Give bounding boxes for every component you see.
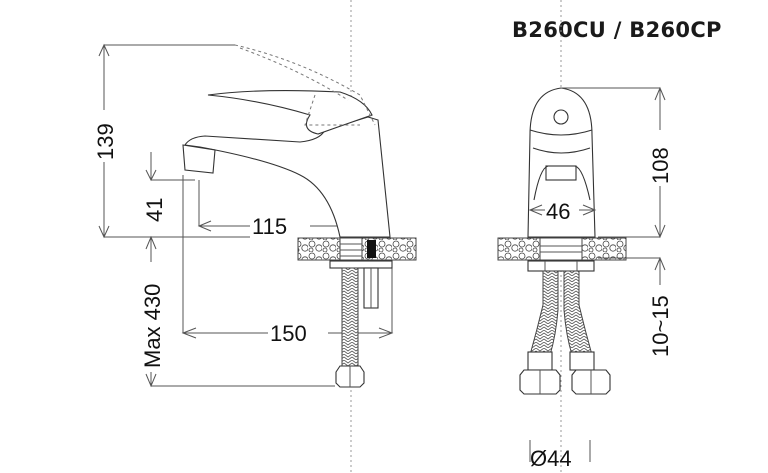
hose-side: [341, 267, 359, 367]
lever-handle: [207, 90, 373, 135]
hose-left: [529, 270, 559, 356]
dim-hose-reach: 150: [270, 321, 307, 346]
faucet-body-side: [184, 116, 391, 238]
dim-body-width: 46: [546, 199, 570, 224]
dim-spout-reach: 115: [252, 214, 287, 239]
dim-body-height: 108: [648, 147, 673, 184]
aerator: [182, 144, 216, 174]
indicator-dot: [553, 109, 569, 125]
dim-spout-height: 41: [142, 198, 167, 222]
mounting-plate-front: [527, 260, 595, 272]
dim-deck-thickness: 10~15: [648, 295, 673, 357]
front-view: 46 108 10~15 Ø44: [497, 0, 675, 473]
hose-right: [563, 270, 593, 356]
model-title: B260CU / B260CP: [512, 18, 722, 42]
dim-hose-max-length: Max 430: [140, 284, 165, 368]
mounting-plate: [329, 260, 393, 269]
dim-hole-diameter: Ø44: [530, 446, 572, 471]
side-view: 139 41 Max 430 115 150: [88, 0, 417, 473]
dim-total-height: 139: [93, 123, 118, 160]
stud: [367, 240, 376, 258]
